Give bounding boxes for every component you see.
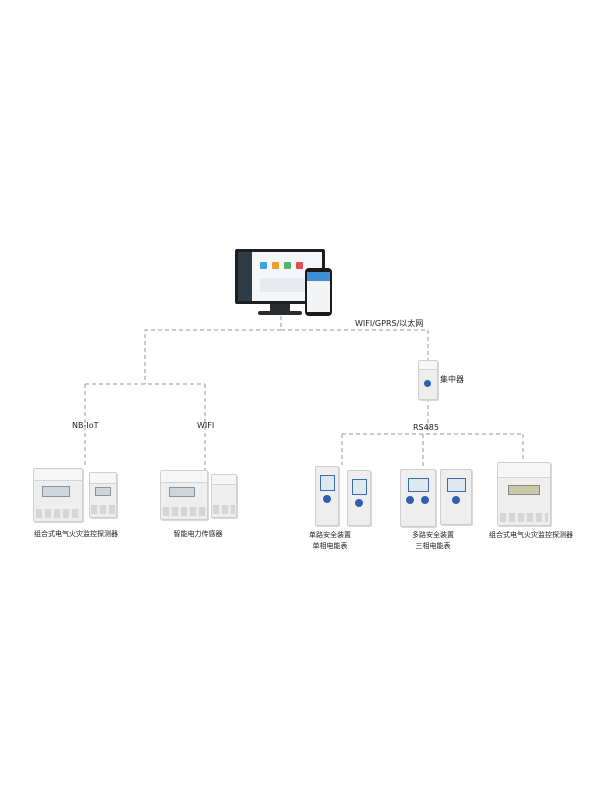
- monitor-base: [258, 311, 302, 315]
- label-rs485: RS485: [413, 423, 439, 432]
- caption-group-4-line1: 多路安全装置: [412, 531, 454, 539]
- link-left-branch: [84, 383, 206, 470]
- detector-main-unit: [33, 468, 83, 522]
- smartphone-icon: [305, 268, 332, 316]
- detector-panel-unit: [497, 462, 551, 526]
- caption-group-3-line2: 单相电能表: [312, 542, 348, 550]
- single-meter-1: [315, 466, 339, 526]
- caption-group-4-line2: 三相电能表: [415, 542, 451, 550]
- caption-group-5: 组合式电气火灾监控探测器: [489, 531, 573, 539]
- monitor-stand: [270, 304, 290, 312]
- caption-group-2: 智能电力传感器: [173, 530, 223, 538]
- detector-sub-unit: [89, 472, 117, 518]
- single-meter-2: [347, 470, 371, 526]
- multi-meter-2: [440, 469, 472, 525]
- link-to-concentrator: [281, 329, 429, 360]
- caption-group-3-line1: 单路安全装置: [309, 531, 351, 539]
- link-main: [144, 316, 282, 384]
- multi-meter-1: [400, 469, 436, 527]
- sensor-sub-unit: [211, 474, 237, 518]
- label-wifi: WIFI: [197, 421, 215, 430]
- label-top-link: WIFI/GPRS/以太网: [355, 319, 424, 328]
- link-rs485-bus: [341, 433, 524, 468]
- sensor-main-unit: [160, 470, 208, 520]
- concentrator-icon: [418, 360, 438, 400]
- caption-group-1: 组合式电气火灾监控探测器: [34, 530, 118, 538]
- label-nb-iot: NB-IoT: [72, 421, 99, 430]
- label-concentrator: 集中器: [440, 375, 464, 384]
